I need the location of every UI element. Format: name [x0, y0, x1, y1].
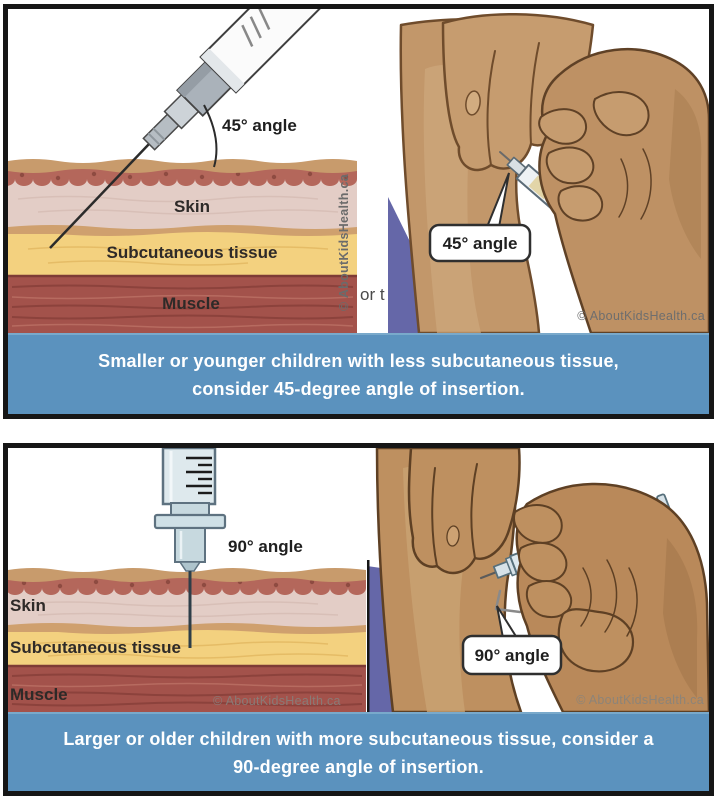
tissue-layers [8, 159, 357, 333]
subcutaneous-label: Subcutaneous tissue [10, 638, 181, 657]
right-angle-mark [494, 589, 522, 614]
injection-scene-90-illustration: 90° angle © AboutKidsHealth.ca [367, 448, 709, 712]
angle-arc [203, 104, 218, 168]
thumbnail [465, 90, 481, 116]
angle-label-45: 45° angle [222, 116, 297, 135]
cropped-text-fragment: or t [360, 285, 385, 304]
caption-90-line1: Larger or older children with more subcu… [63, 728, 654, 749]
angle-callout-90: 90° angle [475, 646, 550, 665]
muscle-label: Muscle [10, 685, 68, 704]
injection-scene-45-illustration: 45° angle © AboutKidsHealth.ca [388, 12, 709, 333]
subcutaneous-label: Subcutaneous tissue [107, 243, 278, 262]
caption-45-line2: consider 45-degree angle of insertion. [192, 378, 525, 399]
skin-label: Skin [174, 197, 210, 216]
caption-45: Smaller or younger children with less su… [8, 333, 709, 414]
syringe-90-illustration [153, 448, 227, 648]
holding-hand [513, 482, 709, 712]
panel-45-degree: 45° angle Skin Subcutaneous tissue Muscl… [3, 4, 714, 419]
caption-90-line2: 90-degree angle of insertion. [233, 756, 484, 777]
thumbnail [446, 525, 460, 547]
caption-45-line1: Smaller or younger children with less su… [98, 350, 619, 371]
pinching-hand [407, 448, 521, 575]
copyright-text: © AboutKidsHealth.ca [576, 693, 704, 707]
angle-callout-45: 45° angle [443, 234, 518, 253]
copyright-vertical: © AboutKidsHealth.ca [337, 173, 351, 311]
needle [49, 143, 150, 249]
syringe-flange [153, 513, 227, 530]
speech-bubble-45: 45° angle [428, 172, 532, 263]
tissue-layers [8, 568, 366, 712]
speech-bubble-90: 90° angle [461, 605, 563, 676]
image-edge-line [367, 560, 370, 712]
holding-hand [538, 48, 709, 333]
muscle-label: Muscle [162, 294, 220, 313]
syringe-45-illustration [49, 9, 357, 249]
angle-label-90: 90° angle [228, 537, 303, 556]
copyright-text: © AboutKidsHealth.ca [577, 309, 705, 323]
copyright-text: © AboutKidsHealth.ca [213, 694, 341, 708]
caption-90: Larger or older children with more subcu… [8, 712, 709, 791]
panel-90-degree: 90° angle Skin Subcutaneous tissue Muscl… [3, 443, 714, 796]
cross-section-45-illustration: 45° angle Skin Subcutaneous tissue Muscl… [8, 9, 357, 333]
skin-label: Skin [10, 596, 46, 615]
cross-section-90-illustration: 90° angle Skin Subcutaneous tissue Muscl… [8, 448, 366, 712]
